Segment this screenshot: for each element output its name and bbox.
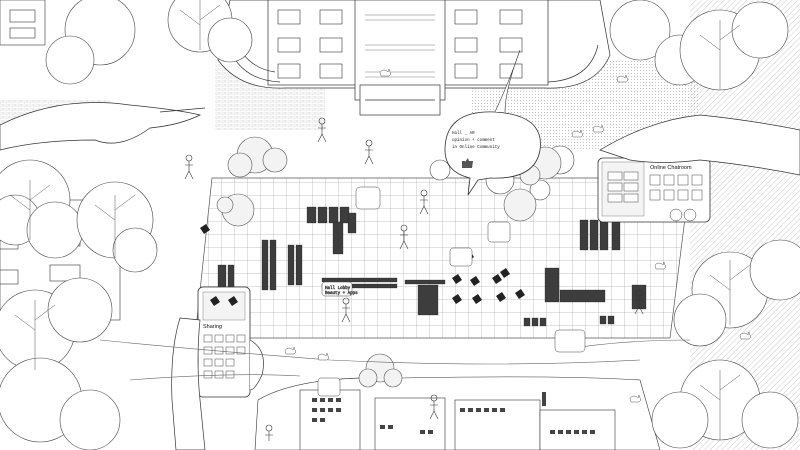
phone-chatroom: Online Chatroom (597, 157, 711, 223)
apartment-building-top (217, 0, 611, 116)
sign-line-1: Hall Lobby (325, 286, 351, 291)
thumbs-up-icon (462, 158, 473, 168)
canopy-umbrellas (216, 136, 562, 388)
hand-outlines (0, 102, 800, 450)
sign-line-2: Beauty + Apps (325, 292, 358, 296)
bubble-line-2: opinion + comment (452, 138, 495, 143)
sharing-title: Sharing (203, 324, 222, 330)
building-bottom (254, 376, 661, 450)
bubble-line-1: Hall _ AR (452, 131, 475, 136)
bubble-line-3: in Online Community (452, 145, 500, 150)
animal-icons (284, 68, 752, 403)
info-bubbles: Hall Lobby Beauty + Apps (317, 186, 586, 397)
people-icons (184, 117, 644, 441)
phone-sharing: Sharing (197, 286, 251, 398)
seating-clusters (217, 206, 647, 327)
speech-bubble-comments: Hall _ AR opinion + comment in Online Co… (444, 49, 541, 196)
tree-branches (9, 0, 751, 440)
chatroom-title: Online Chatroom (650, 165, 692, 171)
